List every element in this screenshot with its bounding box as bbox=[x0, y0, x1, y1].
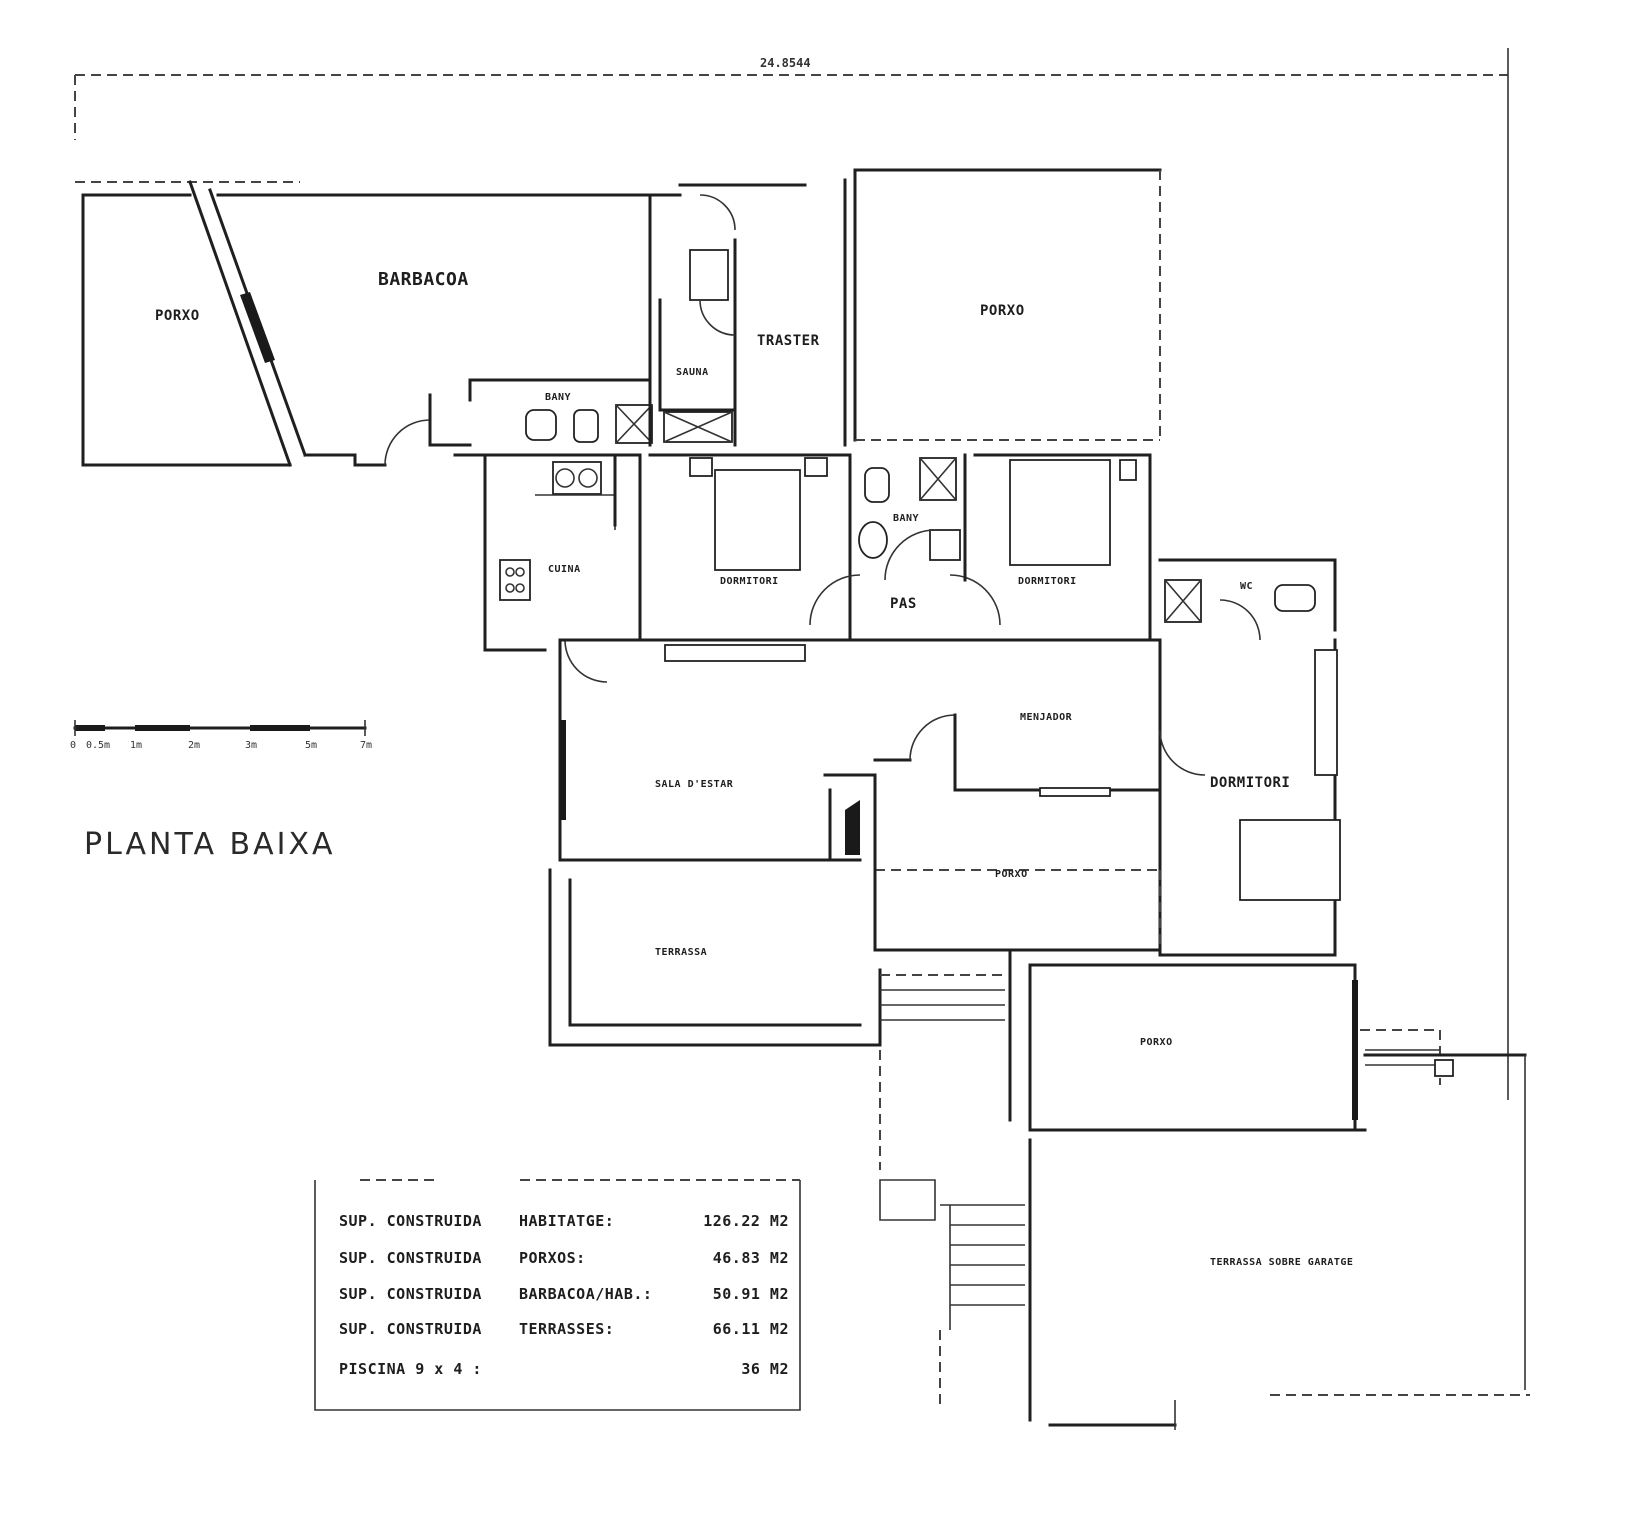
surface-value: 36 M2 bbox=[741, 1360, 789, 1378]
surface-value: 50.91 M2 bbox=[712, 1285, 789, 1303]
scale-label: 1m bbox=[130, 740, 143, 751]
label-porxo-central: PORXO bbox=[995, 869, 1028, 880]
label-porxo-north: PORXO bbox=[980, 303, 1025, 319]
scale-label: 7m bbox=[360, 740, 373, 751]
label-traster: TRASTER bbox=[757, 333, 820, 349]
surface-value: 46.83 M2 bbox=[712, 1249, 789, 1267]
label-bany-central: BANY bbox=[893, 513, 919, 524]
porxo-north bbox=[853, 168, 1162, 442]
label-cuina: CUINA bbox=[548, 564, 581, 575]
site-boundary bbox=[74, 48, 1509, 1100]
living-block bbox=[558, 638, 1162, 862]
surface-label: SUP. CONSTRUIDA bbox=[339, 1320, 482, 1338]
barbacoa-block bbox=[81, 180, 682, 467]
surface-label: SUP. CONSTRUIDA bbox=[339, 1212, 482, 1230]
label-dormitori-1: DORMITORI bbox=[720, 576, 779, 587]
porxo-south bbox=[1008, 948, 1454, 1132]
label-sala-estar: SALA D'ESTAR bbox=[655, 779, 734, 790]
surface-item: TERRASSES: bbox=[519, 1320, 615, 1338]
surface-label: PISCINA 9 x 4 : bbox=[339, 1360, 482, 1378]
traster-block bbox=[658, 178, 847, 447]
scale-bar bbox=[73, 720, 367, 736]
label-wc: WC bbox=[1240, 581, 1253, 592]
label-dormitori-3: DORMITORI bbox=[1210, 775, 1290, 791]
surface-item: HABITATGE: bbox=[519, 1212, 615, 1230]
surface-label: SUP. CONSTRUIDA bbox=[339, 1285, 482, 1303]
bany-pas bbox=[809, 453, 1001, 626]
porxo-central bbox=[873, 858, 1162, 952]
label-bany-barbacoa: BANY bbox=[545, 392, 571, 403]
terrassa-block bbox=[548, 868, 1005, 1047]
scale-label: 0.5m bbox=[86, 740, 111, 751]
surface-value: 66.11 M2 bbox=[712, 1320, 789, 1338]
dormitori-2 bbox=[973, 453, 1152, 642]
surface-item: BARBACOA/HAB.: bbox=[519, 1285, 653, 1303]
surface-label: SUP. CONSTRUIDA bbox=[339, 1249, 482, 1267]
scale-label: 5m bbox=[305, 740, 318, 751]
dormitori-3 bbox=[1158, 638, 1341, 957]
surface-table: SUP. CONSTRUIDA HABITATGE: 126.22 M2 SUP… bbox=[315, 1177, 800, 1411]
cuina-block bbox=[453, 453, 642, 683]
surface-item: PORXOS: bbox=[519, 1249, 586, 1267]
label-barbacoa: BARBACOA bbox=[378, 269, 469, 290]
label-porxo-south: PORXO bbox=[1140, 1037, 1173, 1048]
label-pas: PAS bbox=[890, 596, 917, 612]
surface-value: 126.22 M2 bbox=[703, 1212, 789, 1230]
scale-label: 3m bbox=[245, 740, 258, 751]
scale-label: 2m bbox=[188, 740, 201, 751]
label-menjador: MENJADOR bbox=[1020, 712, 1073, 723]
label-sauna: SAUNA bbox=[676, 367, 709, 378]
label-dormitori-2: DORMITORI bbox=[1018, 576, 1077, 587]
scale-label: 0 bbox=[70, 740, 77, 751]
label-terrassa: TERRASSA bbox=[655, 947, 707, 958]
surface-table-frame bbox=[314, 1179, 801, 1411]
wc-block bbox=[1158, 558, 1337, 641]
label-porxo-west: PORXO bbox=[155, 308, 200, 324]
plan-title: PLANTA BAIXA bbox=[84, 827, 336, 862]
terrassa-garatge bbox=[879, 1050, 1530, 1430]
label-terrassa-garatge: TERRASSA SOBRE GARATGE bbox=[1210, 1257, 1353, 1268]
dormitori-1 bbox=[648, 453, 852, 662]
top-dimension: 24.8544 bbox=[760, 56, 811, 70]
